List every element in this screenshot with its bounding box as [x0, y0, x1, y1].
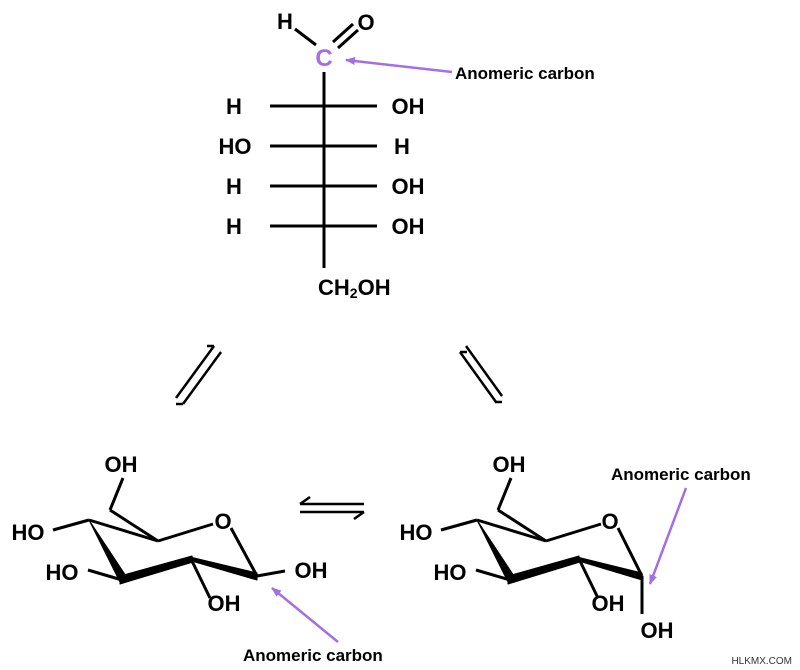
beta-ring-wedge-c3-c2: [119, 555, 194, 585]
beta-c2-oh-label: OH: [208, 591, 241, 616]
alpha-c3-ho-label: HO: [434, 560, 467, 585]
beta-ring-oxygen: O: [214, 509, 231, 534]
alpha-ch2-bond-upper: [496, 477, 513, 511]
anomeric-carbon-atom: C: [315, 45, 332, 72]
beta-ring-wedge-c2-c1: [189, 556, 258, 581]
fischer-row-3-right: OH: [392, 174, 425, 199]
alpha-glucopyranose: OH O HO HO OH OH Anomeric carbon: [400, 452, 751, 643]
beta-glucopyranose: OH O HO HO OH OH Anomeric carbon: [12, 452, 383, 665]
aldehyde-h-atom: H: [277, 9, 293, 34]
beta-ring-bond-c5-o: [157, 522, 214, 543]
bottom-anomeric-label: Anomeric carbon: [243, 646, 383, 665]
beta-c1-oh-label: OH: [295, 558, 328, 583]
beta-ch2oh-label: OH: [105, 452, 138, 477]
c-h-bond: [294, 27, 317, 47]
fischer-row-2-left: HO: [219, 134, 252, 159]
fischer-row-2-right: H: [394, 134, 410, 159]
right-anomeric-pointer: [648, 487, 688, 585]
right-equilibrium-arrow: [458, 345, 504, 404]
beta-c1-oh-bond: [256, 569, 286, 578]
beta-ring-bond-c4-c5: [88, 518, 159, 543]
beta-c3-oh-bond: [87, 568, 123, 582]
alpha-ch2oh-label: OH: [493, 452, 526, 477]
c-o-double-bond-a: [331, 22, 355, 44]
beta-ring-bond-o-c1: [229, 527, 259, 577]
fischer-row-3-left: H: [226, 174, 242, 199]
fischer-row-4-left: H: [226, 214, 242, 239]
bottom-anomeric-pointer: [271, 587, 339, 643]
alpha-c2-oh-bond: [577, 558, 600, 599]
alpha-ring-wedge-c3-c2: [507, 555, 581, 585]
alpha-c1-oh-label: OH: [641, 618, 674, 643]
alpha-ring-bond-c4-c5: [476, 518, 547, 543]
beta-c4-oh-bond: [52, 518, 90, 532]
fischer-row-4-right: OH: [392, 214, 425, 239]
beta-ch2-bond-upper: [108, 477, 125, 511]
alpha-ch2-bond-lower: [497, 508, 547, 543]
fischer-row-1-right: OH: [392, 94, 425, 119]
alpha-c4-ho-label: HO: [400, 520, 433, 545]
fischer-row-1-left: H: [226, 94, 242, 119]
left-equilibrium-arrow: [174, 344, 223, 406]
beta-c4-ho-label: HO: [12, 520, 45, 545]
watermark-text: HLKMX.COM: [731, 656, 792, 667]
alpha-c4-oh-bond: [440, 518, 478, 532]
right-anomeric-label: Anomeric carbon: [611, 465, 751, 484]
alpha-ring-bond-c5-o: [545, 522, 602, 543]
fischer-ch2oh: CH2OH: [318, 275, 391, 301]
beta-c2-oh-bond: [189, 558, 212, 599]
alpha-c3-oh-bond: [475, 568, 511, 582]
fischer-projection: H O C H OH HO H H OH H OH CH2OH Anomeric…: [219, 9, 595, 301]
alpha-ring-bond-o-c1: [616, 527, 644, 577]
middle-equilibrium-arrow: [299, 495, 365, 521]
c-o-double-bond-b: [336, 28, 360, 50]
alpha-c2-oh-label: OH: [592, 591, 625, 616]
beta-c3-ho-label: HO: [46, 560, 79, 585]
aldehyde-o-atom: O: [357, 10, 374, 35]
top-anomeric-pointer: [345, 57, 453, 74]
top-anomeric-label: Anomeric carbon: [455, 64, 595, 83]
beta-ch2-bond-lower: [109, 508, 159, 543]
alpha-ring-oxygen: O: [601, 509, 618, 534]
